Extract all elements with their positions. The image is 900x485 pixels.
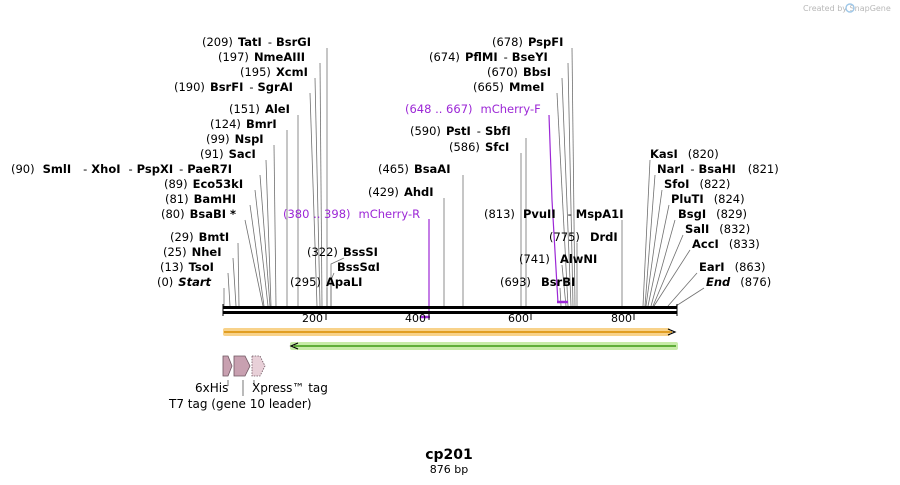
tag-arrows	[222, 355, 266, 396]
primer-label-mcherry-r: (380 .. 398)mCherry-R	[283, 207, 420, 221]
tag-label-6xhis: 6xHis	[195, 381, 228, 395]
site-label: NarI-BsaHI(821)	[657, 162, 779, 176]
site-label: AccI(833)	[692, 237, 760, 251]
leader-bbsi	[561, 77, 572, 307]
leader-bsgi	[650, 219, 676, 307]
ruler-tick-label: 400	[405, 312, 426, 325]
site-label: SfoI(822)	[664, 177, 730, 191]
leader-eco53ki	[254, 189, 269, 307]
site-label: BsgI(829)	[678, 207, 747, 221]
site-label: (674)PflMI-BseYI	[429, 50, 548, 64]
site-leader-lines	[223, 47, 705, 307]
leader-nspi	[273, 144, 277, 307]
site-label: (295)ApaLI	[290, 275, 362, 289]
snapgene-logo-icon	[845, 3, 855, 13]
site-label: (209)TatI-BsrGI	[202, 35, 311, 49]
site-labels-left: (209)TatI-BsrGI (197)NmeAIII (195)XcmI (…	[11, 35, 380, 289]
site-label: (81)BamHI	[165, 192, 236, 206]
primer-markers	[420, 114, 568, 319]
reverse-feature-arrow	[289, 342, 678, 350]
plasmid-size: 876 bp	[430, 463, 468, 476]
site-label: (693)BsrBI	[500, 275, 575, 289]
site-labels-right-middle: (678)PspFI (674)PflMI-BseYI (670)BbsI (6…	[410, 35, 623, 289]
site-label: (190)BsrFI-SgrAI	[174, 80, 293, 94]
leader-pluti	[647, 204, 670, 307]
leader-nmeaiii	[319, 62, 323, 307]
site-label: (775)DrdI	[549, 230, 618, 244]
his-tag-arrow	[222, 355, 233, 377]
leader-mmei	[556, 92, 569, 307]
t7-tag-arrow	[233, 355, 251, 377]
site-label: End(876)	[706, 275, 771, 289]
site-label: SalI(832)	[685, 222, 750, 236]
site-label: EarI(863)	[699, 260, 766, 274]
site-label: (670)BbsI	[487, 65, 551, 79]
site-label: (678)PspFI	[492, 35, 563, 49]
site-label: (0)Start	[157, 275, 212, 289]
leader-saci	[265, 159, 272, 307]
site-labels-middle: (465)BsaAI (429)AhdI	[368, 162, 451, 199]
site-label: (195)XcmI	[240, 65, 308, 79]
site-label: (586)SfcI	[449, 140, 509, 154]
leader-bsabi	[244, 219, 264, 307]
site-label: (197)NmeAIII	[218, 50, 305, 64]
ruler: 200 400 600 800	[302, 312, 635, 325]
plasmid-name: cp201	[425, 447, 473, 463]
leader-nhei	[232, 257, 237, 307]
dna-backbone	[222, 304, 678, 316]
leader-sfoi	[645, 189, 663, 307]
leader-xcmi	[314, 77, 321, 307]
site-label: (91)SacI	[200, 147, 256, 161]
tag-label-t7: T7 tag (gene 10 leader)	[168, 397, 312, 411]
tag-label-xpress: Xpress™ tag	[252, 381, 328, 395]
site-label: (124)BmrI	[210, 117, 277, 131]
ruler-tick-label: 800	[611, 312, 632, 325]
site-label: (465)BsaAI	[378, 162, 451, 176]
site-label: (89)Eco53kI	[164, 177, 243, 191]
leader-bmti	[237, 242, 240, 307]
leader-end	[675, 287, 705, 307]
site-label: (151)AleI	[229, 102, 290, 116]
site-label: (665)MmeI	[473, 80, 544, 94]
forward-feature-arrow	[223, 328, 677, 336]
leader-bsrbi	[559, 287, 562, 307]
leader-bsssai	[330, 272, 335, 306]
leader-sali	[652, 234, 684, 307]
leader-acci	[653, 249, 691, 307]
leader-eari	[667, 272, 698, 307]
leader-pspfi	[571, 47, 576, 307]
site-label: (741)AlwNI	[519, 252, 597, 266]
site-label: (429)AhdI	[368, 185, 434, 199]
site-label: KasI(820)	[650, 147, 719, 161]
leader-nari	[644, 174, 656, 307]
site-label: (99)NspI	[206, 132, 264, 146]
leader-bsrfi	[309, 92, 318, 307]
leader-bamhi	[249, 204, 265, 307]
ruler-tick-label: 600	[508, 312, 529, 325]
primer-label-mcherry-f: (648 .. 667)mCherry-F	[405, 102, 541, 116]
site-labels-right: KasI(820) NarI-BsaHI(821) SfoI(822) PluT…	[650, 147, 779, 289]
primer-mcherry-f-leader	[548, 114, 559, 304]
leader-pflmi	[567, 62, 574, 307]
watermark-text: Created by SnapGene	[803, 4, 891, 13]
ruler-tick-label: 200	[302, 312, 323, 325]
site-label: PluTI(824)	[671, 192, 745, 206]
site-label: (13)TsoI	[160, 260, 214, 274]
leader-alwni	[561, 264, 567, 307]
site-label: (80)BsaBI *	[161, 207, 236, 221]
leader-tsoi	[227, 272, 231, 307]
site-label: BssSαI	[337, 260, 380, 274]
site-label: (90)SmlI-XhoI-PspXI-PaeR7I	[11, 162, 232, 176]
site-label: (322)BssSI	[307, 245, 378, 259]
leader-kasi	[642, 159, 651, 307]
site-label: (29)BmtI	[170, 230, 229, 244]
site-label: (25)NheI	[163, 245, 222, 259]
site-label: (590)PstI-SbfI	[410, 124, 511, 138]
xpress-tag-arrow	[251, 355, 266, 377]
leader-smli	[259, 174, 271, 307]
site-label: (813)PvuII-MspA1I	[484, 207, 623, 221]
